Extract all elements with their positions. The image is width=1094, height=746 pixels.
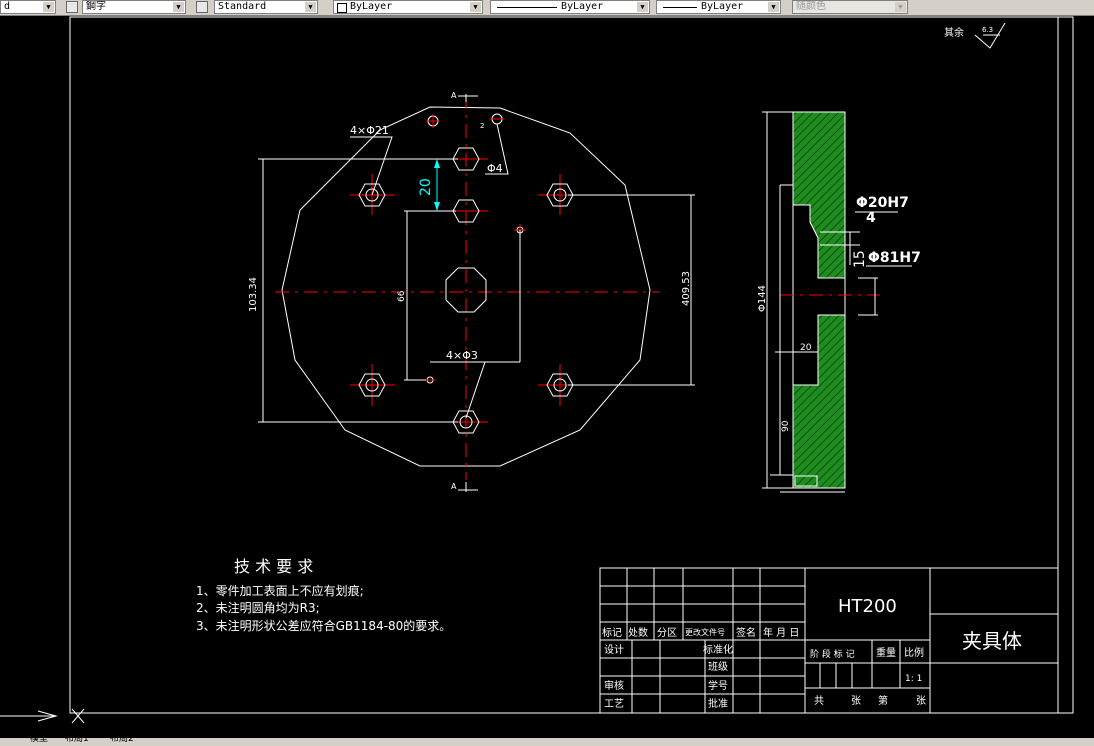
tech-req-item: 1、零件加工表面上不应有划痕; [196, 583, 364, 598]
text-style-combo[interactable]: d ▼ [0, 0, 56, 14]
label-sheets2: 张 [916, 695, 926, 707]
side-dim-15-label: 15 [852, 250, 868, 268]
tab-layout2[interactable]: 布局2 [110, 738, 134, 744]
font-combo[interactable]: 鋼字 ▼ [82, 0, 186, 14]
leader-4xphi21 [350, 136, 393, 196]
label-weight: 重量 [876, 646, 896, 659]
side-view: Φ144 20 90 15 Φ20H7 4 Φ81H7 [757, 111, 921, 493]
linetype-preview [497, 7, 557, 8]
label-change-doc: 更改文件号 [685, 627, 725, 637]
dim-style-icon[interactable] [196, 1, 208, 13]
text-style-value: d [4, 1, 11, 12]
label-division: 分区 [657, 627, 677, 639]
ucs-icon [0, 708, 85, 724]
text-style-icon[interactable] [66, 1, 78, 13]
drawing-canvas[interactable]: 其余 6.3 A A [0, 15, 1094, 738]
side-dim-144-label: Φ144 [757, 285, 768, 312]
drawing-border-outer [69, 16, 1074, 714]
linetype-value: ByLayer [561, 1, 604, 12]
dim-20-label: 20 [418, 178, 434, 196]
label-design: 设计 [604, 643, 624, 656]
label-date: 年 月 日 [763, 626, 799, 639]
chevron-down-icon[interactable]: ▼ [43, 2, 54, 12]
color-swatch-icon [337, 3, 347, 13]
section-mark-bottom: A [451, 482, 457, 491]
technical-requirements: 技 术 要 求 1、零件加工表面上不应有划痕; 2、未注明圆角均为R3; 3、未… [196, 557, 451, 633]
scale-value: 1: 1 [905, 674, 922, 684]
chevron-down-icon[interactable]: ▼ [173, 2, 184, 12]
dim-66-label: 66 [397, 290, 407, 302]
chevron-down-icon[interactable]: ▼ [470, 2, 481, 12]
roughness-symbol-icon [974, 22, 1006, 49]
properties-toolbar: d ▼ 鋼字 ▼ Standard ▼ ByLayer ▼ ByLayer ▼ … [0, 0, 1094, 16]
label-signature: 签名 [736, 626, 756, 639]
front-view: A A [248, 91, 695, 492]
section-mark-top: A [451, 91, 457, 100]
dim-style-combo[interactable]: Standard ▼ [214, 0, 318, 14]
label-stage-mark: 阶 段 标 记 [810, 648, 855, 660]
tech-req-item: 3、未注明形状公差应符合GB1184-80的要求。 [196, 618, 451, 633]
plate-outline [281, 106, 651, 467]
side-dim-4-label: 4 [866, 210, 876, 226]
hole-4-label: Φ4 [487, 162, 503, 175]
label-sheets: 张 [851, 695, 861, 707]
center-bore [445, 267, 487, 313]
side-dim-81h7-label: Φ81H7 [868, 250, 921, 266]
tab-model[interactable]: 模型 [30, 738, 49, 744]
label-student-no: 学号 [708, 679, 728, 692]
color-combo[interactable]: ByLayer ▼ [333, 0, 483, 14]
plot-style-combo[interactable]: 随颜色 ▼ [792, 0, 908, 14]
roughness-value: 6.3 [982, 26, 993, 34]
dim-103-label: 103.34 [248, 277, 259, 312]
linetype-combo[interactable]: ByLayer ▼ [490, 0, 650, 14]
holes-3-label: 4×Φ3 [446, 349, 478, 362]
label-standardize: 标准化 [703, 643, 733, 656]
dim-2-label: 2 [480, 122, 484, 130]
dim-409-label: 409.53 [681, 271, 692, 306]
label-ratio: 比例 [904, 646, 924, 659]
label-process: 工艺 [604, 698, 624, 710]
lineweight-value: ByLayer [701, 1, 744, 12]
side-dim-20-label: 20 [800, 343, 812, 353]
label-total: 共 [814, 695, 824, 707]
plot-style-value: 随颜色 [796, 1, 826, 12]
font-value: 鋼字 [86, 1, 106, 12]
lineweight-preview [663, 7, 697, 8]
material-label: HT200 [838, 596, 897, 617]
side-dim-20h7-label: Φ20H7 [856, 195, 909, 211]
color-value: ByLayer [350, 1, 393, 12]
part-name-label: 夹具体 [962, 629, 1022, 653]
holes-21-label: 4×Φ21 [350, 124, 389, 137]
chevron-down-icon[interactable]: ▼ [895, 2, 906, 12]
label-zones: 处数 [628, 626, 648, 639]
hole-bottom-left [350, 364, 395, 406]
roughness-label: 其余 [944, 26, 964, 39]
chevron-down-icon[interactable]: ▼ [768, 2, 779, 12]
tab-layout1[interactable]: 布局1 [65, 738, 89, 744]
dim-style-value: Standard [218, 1, 267, 12]
label-sheet-no: 第 [878, 694, 888, 707]
lineweight-combo[interactable]: ByLayer ▼ [656, 0, 781, 14]
label-mark: 标记 [602, 627, 622, 639]
chevron-down-icon[interactable]: ▼ [305, 2, 316, 12]
label-team: 班级 [708, 661, 728, 673]
layout-tabs: 模型 布局1 布局2 [0, 738, 1094, 746]
chevron-down-icon[interactable]: ▼ [637, 2, 648, 12]
label-review: 审核 [604, 679, 624, 692]
tech-req-title: 技 术 要 求 [234, 557, 313, 576]
title-block-text: HT200 夹具体 标记 处数 分区 更改文件号 签名 年 月 日 设计 标准化… [602, 596, 1022, 710]
title-block [599, 567, 1059, 714]
side-dim-90-label: 90 [781, 420, 791, 432]
tech-req-item: 2、未注明圆角均为R3; [196, 600, 320, 615]
label-approve: 批准 [708, 697, 728, 710]
